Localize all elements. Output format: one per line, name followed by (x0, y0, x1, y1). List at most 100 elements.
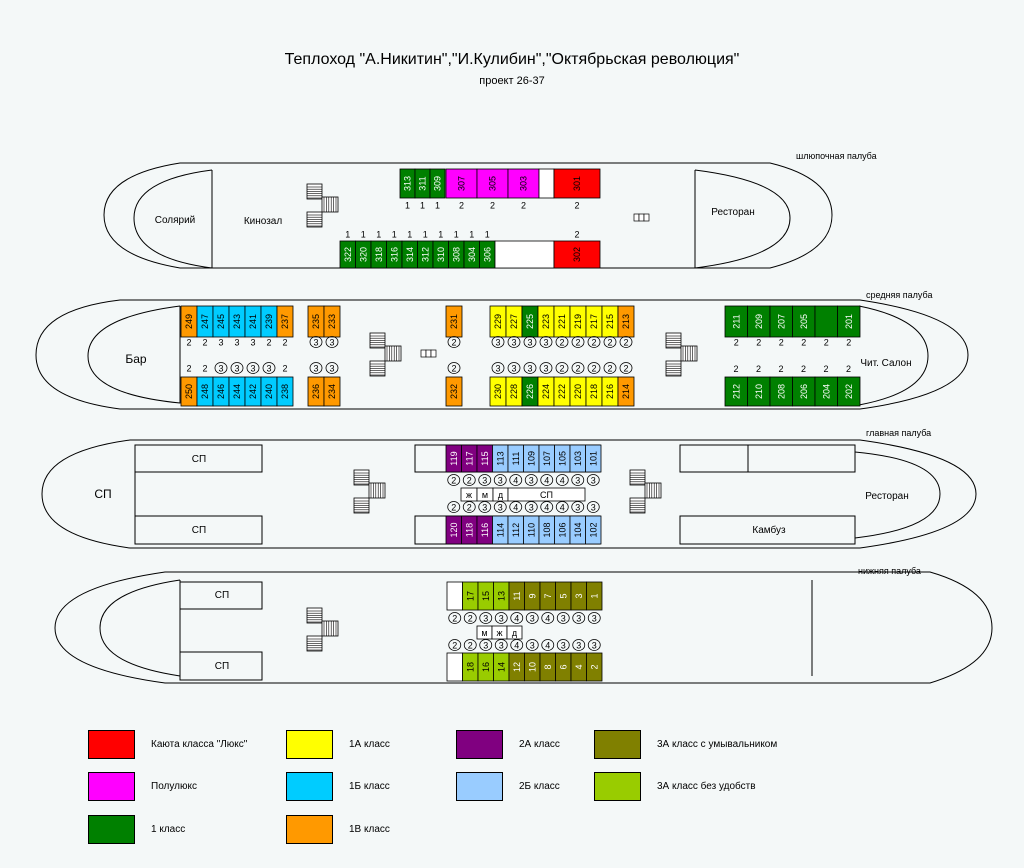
cabin[interactable]: 236 (307, 376, 325, 407)
cabin[interactable]: 311 (414, 168, 431, 199)
cabin[interactable]: 109 (523, 444, 540, 473)
cabin[interactable]: 216 (601, 376, 619, 407)
cabin[interactable]: 214 (617, 376, 635, 407)
cabin[interactable]: 238 (276, 376, 294, 407)
cabin[interactable]: 105 (554, 444, 571, 473)
cabin[interactable]: 231 (445, 305, 463, 338)
cabin[interactable]: 210 (747, 376, 771, 407)
cabin[interactable]: 226 (521, 376, 539, 407)
cabin[interactable]: 212 (724, 376, 748, 407)
cabin[interactable]: 114 (492, 515, 509, 545)
cabin[interactable]: 307 (445, 168, 478, 199)
cabin[interactable]: 15 (477, 581, 494, 611)
cabin[interactable]: 120 (445, 515, 462, 545)
cabin[interactable]: 241 (244, 305, 262, 338)
cabin[interactable]: 108 (538, 515, 555, 545)
cabin[interactable]: 6 (555, 652, 572, 682)
cabin[interactable] (446, 652, 463, 682)
cabin[interactable]: 232 (445, 376, 463, 407)
cabin[interactable]: 246 (212, 376, 230, 407)
cabin[interactable]: 222 (553, 376, 571, 407)
cabin[interactable]: 112 (507, 515, 524, 545)
cabin[interactable] (538, 168, 555, 199)
cabin[interactable]: 219 (569, 305, 587, 338)
cabin[interactable]: 249 (180, 305, 198, 338)
cabin[interactable]: 235 (307, 305, 325, 338)
cabin[interactable]: 8 (539, 652, 556, 682)
cabin[interactable]: 17 (462, 581, 479, 611)
cabin[interactable]: 14 (493, 652, 510, 682)
cabin[interactable]: 107 (538, 444, 555, 473)
cabin[interactable] (494, 240, 555, 269)
cabin[interactable]: 13 (493, 581, 510, 611)
cabin[interactable]: 217 (585, 305, 603, 338)
cabin[interactable]: 245 (212, 305, 230, 338)
cabin[interactable]: 113 (492, 444, 509, 473)
cabin[interactable]: 204 (814, 376, 838, 407)
cabin[interactable]: 12 (508, 652, 525, 682)
cabin[interactable]: 7 (539, 581, 556, 611)
cabin[interactable]: 220 (569, 376, 587, 407)
cabin[interactable]: 18 (462, 652, 479, 682)
cabin[interactable]: 102 (585, 515, 602, 545)
cabin[interactable]: 320 (355, 240, 372, 269)
cabin[interactable]: 302 (553, 240, 601, 269)
cabin[interactable]: 202 (837, 376, 861, 407)
cabin[interactable]: 301 (553, 168, 601, 199)
cabin[interactable]: 117 (461, 444, 478, 473)
cabin[interactable]: 314 (401, 240, 418, 269)
cabin[interactable]: 2 (586, 652, 603, 682)
cabin[interactable]: 312 (417, 240, 434, 269)
cabin[interactable]: 243 (228, 305, 246, 338)
cabin[interactable]: 3 (570, 581, 587, 611)
cabin[interactable]: 309 (429, 168, 446, 199)
cabin[interactable]: 228 (505, 376, 523, 407)
cabin[interactable]: 240 (260, 376, 278, 407)
cabin[interactable]: 233 (323, 305, 341, 338)
cabin[interactable]: 221 (553, 305, 571, 338)
cabin[interactable]: 215 (601, 305, 619, 338)
cabin[interactable]: 237 (276, 305, 294, 338)
cabin[interactable]: 211 (724, 305, 748, 338)
cabin[interactable] (814, 305, 838, 338)
cabin[interactable]: 316 (386, 240, 403, 269)
cabin[interactable]: 303 (507, 168, 540, 199)
cabin[interactable]: 224 (537, 376, 555, 407)
cabin[interactable]: 223 (537, 305, 555, 338)
cabin[interactable]: 106 (554, 515, 571, 545)
cabin[interactable]: 5 (555, 581, 572, 611)
cabin[interactable] (446, 581, 463, 611)
cabin[interactable]: 110 (523, 515, 540, 545)
cabin[interactable]: 103 (569, 444, 586, 473)
cabin[interactable]: 213 (617, 305, 635, 338)
cabin[interactable]: 1 (586, 581, 603, 611)
cabin[interactable]: 11 (508, 581, 525, 611)
cabin[interactable]: 119 (445, 444, 462, 473)
cabin[interactable]: 116 (476, 515, 493, 545)
cabin[interactable]: 209 (747, 305, 771, 338)
cabin[interactable]: 250 (180, 376, 198, 407)
cabin[interactable]: 104 (569, 515, 586, 545)
cabin[interactable]: 244 (228, 376, 246, 407)
cabin[interactable]: 218 (585, 376, 603, 407)
cabin[interactable]: 313 (399, 168, 416, 199)
cabin[interactable]: 234 (323, 376, 341, 407)
cabin[interactable]: 304 (463, 240, 480, 269)
cabin[interactable]: 206 (792, 376, 816, 407)
cabin[interactable]: 310 (432, 240, 449, 269)
cabin[interactable]: 10 (524, 652, 541, 682)
cabin[interactable]: 230 (489, 376, 507, 407)
cabin[interactable]: 225 (521, 305, 539, 338)
cabin[interactable]: 227 (505, 305, 523, 338)
cabin[interactable]: 9 (524, 581, 541, 611)
cabin[interactable]: 248 (196, 376, 214, 407)
cabin[interactable]: 318 (370, 240, 387, 269)
cabin[interactable]: 208 (769, 376, 793, 407)
cabin[interactable]: 16 (477, 652, 494, 682)
cabin[interactable]: 247 (196, 305, 214, 338)
cabin[interactable]: 101 (585, 444, 602, 473)
cabin[interactable]: 239 (260, 305, 278, 338)
cabin[interactable]: 115 (476, 444, 493, 473)
cabin[interactable]: 308 (448, 240, 465, 269)
cabin[interactable]: 242 (244, 376, 262, 407)
